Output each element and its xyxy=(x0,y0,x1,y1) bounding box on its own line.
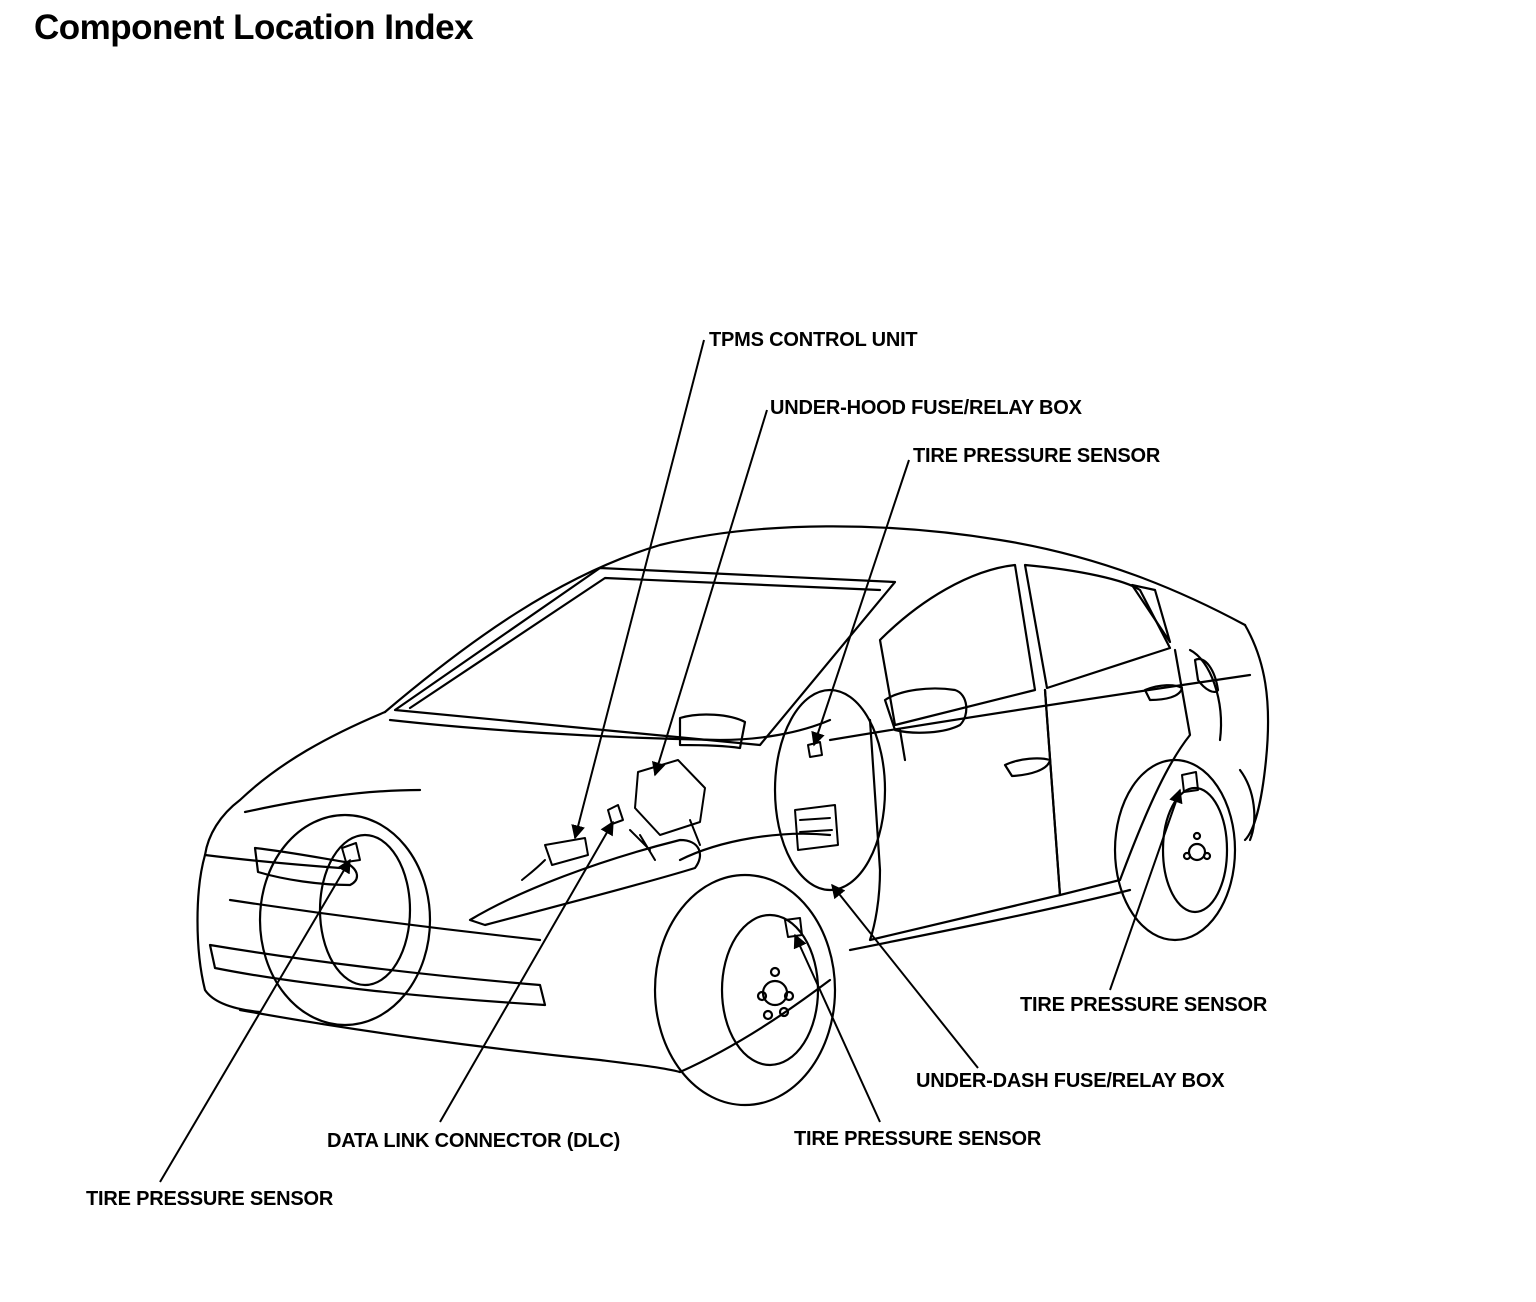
bumper-lower xyxy=(238,1008,682,1074)
leader-tire-sensor-rear xyxy=(1109,788,1183,991)
label-tpms-control-unit: TPMS CONTROL UNIT xyxy=(709,329,918,351)
front-side-window xyxy=(878,563,1037,727)
front-right-wheel-well xyxy=(773,688,887,892)
windshield-inner xyxy=(408,576,882,710)
tpms-control-unit-box xyxy=(544,837,589,866)
rocker-panel xyxy=(848,888,1132,952)
fender-front xyxy=(678,832,832,862)
label-data-link-connector: DATA LINK CONNECTOR (DLC) xyxy=(327,1130,621,1152)
front-right-tire xyxy=(653,873,837,1107)
rear-rim xyxy=(1161,786,1229,914)
page-title: Component Location Index xyxy=(34,8,474,47)
rear-tire xyxy=(1113,758,1237,942)
front-left-sensor xyxy=(341,842,361,863)
rear-bumper xyxy=(1238,768,1256,842)
label-under-dash-fuse-relay-box: UNDER-DASH FUSE/RELAY BOX xyxy=(916,1070,1225,1092)
roof-line xyxy=(383,525,1247,714)
mirror-stem xyxy=(898,728,907,762)
rear-door xyxy=(1043,648,1192,897)
instrument-cluster xyxy=(678,713,747,750)
hood-crease xyxy=(388,718,832,742)
leader-tpms-control-unit xyxy=(571,339,705,840)
leader-under-hood-fuse-box xyxy=(652,409,768,777)
front-right-rim xyxy=(720,913,820,1067)
leader-under-dash-fuse-box xyxy=(831,883,979,1069)
hood-lower-edge xyxy=(243,788,422,814)
taillight xyxy=(1193,657,1220,694)
hood-line xyxy=(203,710,387,857)
bumper-crease xyxy=(228,898,542,942)
side-character-line xyxy=(828,673,1252,742)
rear-body-line xyxy=(1243,623,1270,842)
front-door xyxy=(868,688,1062,942)
rear-sensor xyxy=(1181,771,1199,793)
front-right-hub xyxy=(761,979,789,1007)
wheels xyxy=(258,688,1237,1107)
bumper-face xyxy=(196,853,262,1014)
rear-hub xyxy=(1187,842,1207,862)
components xyxy=(341,741,1199,938)
headlight-left xyxy=(468,838,702,927)
leader-tire-sensor-front-right-hub xyxy=(811,459,910,747)
leader-lines xyxy=(159,339,1183,1183)
front-bumper-top xyxy=(203,853,342,870)
leader-dlc xyxy=(439,820,614,1123)
rear-side-window xyxy=(1023,563,1172,690)
front-door-handle xyxy=(1003,757,1052,778)
side-mirror xyxy=(883,687,968,734)
leader-tire-sensor-front-right xyxy=(793,933,881,1123)
dlc-connector xyxy=(607,804,624,825)
under-dash-fuse-box xyxy=(794,804,839,851)
rear-quarter xyxy=(1188,648,1222,742)
under-hood-fuse-box xyxy=(634,759,706,836)
label-under-hood-fuse-relay-box: UNDER-HOOD FUSE/RELAY BOX xyxy=(770,397,1082,419)
rear-door-handle xyxy=(1143,684,1184,702)
label-tire-pressure-sensor-front-right-wheel: TIRE PRESSURE SENSOR xyxy=(794,1128,1042,1150)
label-tire-pressure-sensor-front-right: TIRE PRESSURE SENSOR xyxy=(913,445,1161,467)
leader-tire-sensor-front-left xyxy=(159,858,351,1183)
label-tire-pressure-sensor-front-left: TIRE PRESSURE SENSOR xyxy=(86,1188,334,1210)
front-left-tire xyxy=(258,813,432,1027)
windshield xyxy=(393,566,897,747)
rear-quarter-glass xyxy=(1130,583,1172,644)
lower-grille xyxy=(208,943,547,1007)
grille-upper xyxy=(253,846,358,887)
front-left-tire-inner xyxy=(318,833,412,987)
fender-lower xyxy=(678,978,832,1074)
car-outline xyxy=(196,525,1270,1074)
label-tire-pressure-sensor-rear-left: TIRE PRESSURE SENSOR xyxy=(1020,994,1268,1016)
